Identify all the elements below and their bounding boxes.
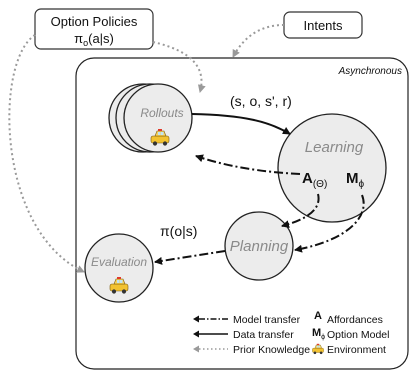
option-policies-formula: πo(a|s) xyxy=(74,31,114,48)
option-policies-box: Option Policies πo(a|s) xyxy=(34,8,154,50)
model-transfer-arrow-planning-m xyxy=(294,194,365,253)
legend-affordances: A Affordances xyxy=(314,310,383,326)
prior-knowledge-arrow-rollouts xyxy=(152,41,206,93)
intents-label: Intents xyxy=(303,18,343,33)
evaluation-node: Evaluation xyxy=(84,233,154,303)
legend: Model transfer Data transfer Prior Knowl… xyxy=(193,310,389,356)
model-transfer-arrow-planning-a xyxy=(281,193,320,229)
svg-text:Model transfer: Model transfer xyxy=(233,314,301,326)
planning-label: Planning xyxy=(230,238,289,255)
planning-node: Planning xyxy=(224,211,294,281)
prior-knowledge-arrow-evaluation xyxy=(8,34,85,273)
rollouts-node: Rollouts xyxy=(108,83,193,153)
learning-node: Learning A(Θ) Mϕ xyxy=(277,113,387,223)
intents-box: Intents xyxy=(283,11,363,39)
option-model-symbol: Mϕ xyxy=(346,170,365,190)
evaluation-label: Evaluation xyxy=(91,255,147,269)
legend-prior-knowledge: Prior Knowledge xyxy=(193,344,310,356)
rollouts-label: Rollouts xyxy=(140,106,183,120)
svg-text:Prior Knowledge: Prior Knowledge xyxy=(233,344,310,356)
prior-knowledge-arrow-intents xyxy=(232,24,285,58)
policy-label: π(o|s) xyxy=(160,223,197,239)
svg-text:A: A xyxy=(314,310,322,322)
legend-option-model: Mϕ Option Model xyxy=(312,327,389,341)
asynchronous-label: Asynchronous xyxy=(338,66,402,77)
svg-text:Affordances: Affordances xyxy=(327,314,383,326)
legend-data-transfer: Data transfer xyxy=(193,329,294,341)
svg-text:Mϕ: Mϕ xyxy=(312,327,325,341)
legend-environment: Environment xyxy=(312,343,386,356)
affordances-symbol: A(Θ) xyxy=(302,170,327,190)
legend-model-transfer: Model transfer xyxy=(193,314,301,326)
transition-label: (s, o, s', r) xyxy=(230,93,292,109)
model-transfer-arrow-rollouts xyxy=(195,154,301,175)
svg-text:Option Model: Option Model xyxy=(327,329,389,341)
svg-text:Data transfer: Data transfer xyxy=(233,329,294,341)
option-policies-title: Option Policies xyxy=(51,14,138,29)
learning-label: Learning xyxy=(305,139,364,156)
svg-text:Environment: Environment xyxy=(327,344,386,356)
data-transfer-arrow xyxy=(191,113,291,135)
model-transfer-arrow-evaluation xyxy=(154,250,226,265)
